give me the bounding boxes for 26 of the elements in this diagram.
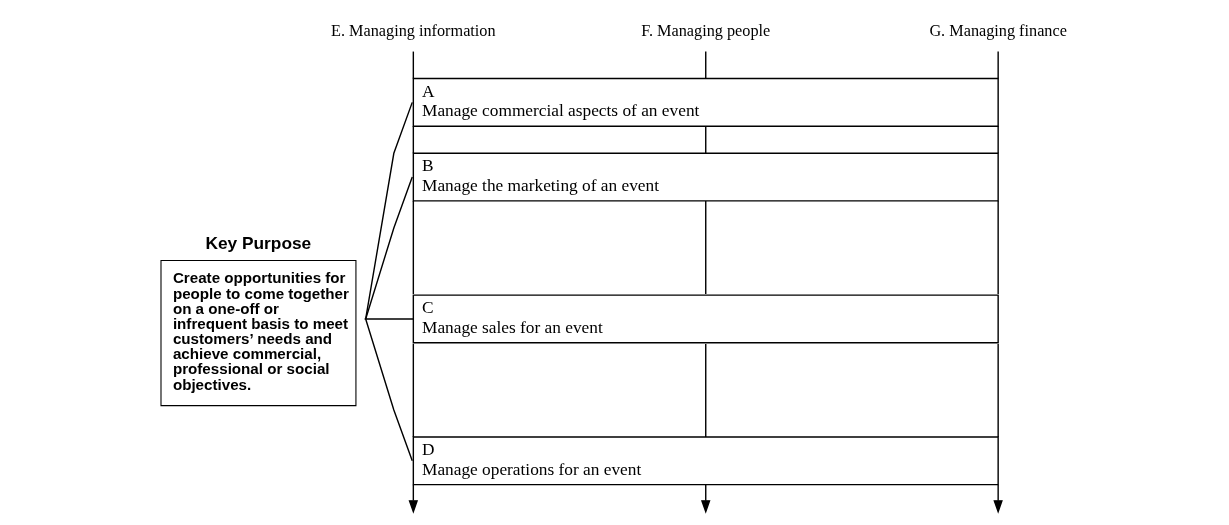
connector xyxy=(997,125,999,154)
connector xyxy=(412,343,415,438)
connector xyxy=(705,343,707,438)
node-box: C Manage sales for an event xyxy=(412,294,999,344)
connector xyxy=(364,101,413,320)
connector xyxy=(412,200,415,295)
node-box: A Manage commercial aspects of an event xyxy=(412,77,999,127)
connector xyxy=(997,50,999,80)
connector xyxy=(412,50,415,80)
node-box: D Manage operations for an event xyxy=(412,436,999,486)
connector xyxy=(364,176,413,320)
connector xyxy=(705,125,707,154)
node-text: F. Managing people xyxy=(641,21,771,40)
connector xyxy=(705,50,707,80)
node-box: B Manage the marketing of an event xyxy=(412,152,999,202)
node-text: E. Managing information xyxy=(331,21,496,40)
node-label: Key Purpose xyxy=(205,233,312,254)
connector xyxy=(364,318,413,462)
connector xyxy=(363,318,415,320)
connector xyxy=(997,200,999,295)
connector xyxy=(997,343,999,438)
connector xyxy=(412,125,415,154)
connector xyxy=(705,200,707,295)
node-box: Create opportunities for people to come together on a one-off or infrequent basis to meet customers’ needs and achieve commercial, professional or social objectives. xyxy=(160,259,357,407)
node-text: G. Managing finance xyxy=(929,21,1067,40)
arrow xyxy=(993,483,1003,514)
